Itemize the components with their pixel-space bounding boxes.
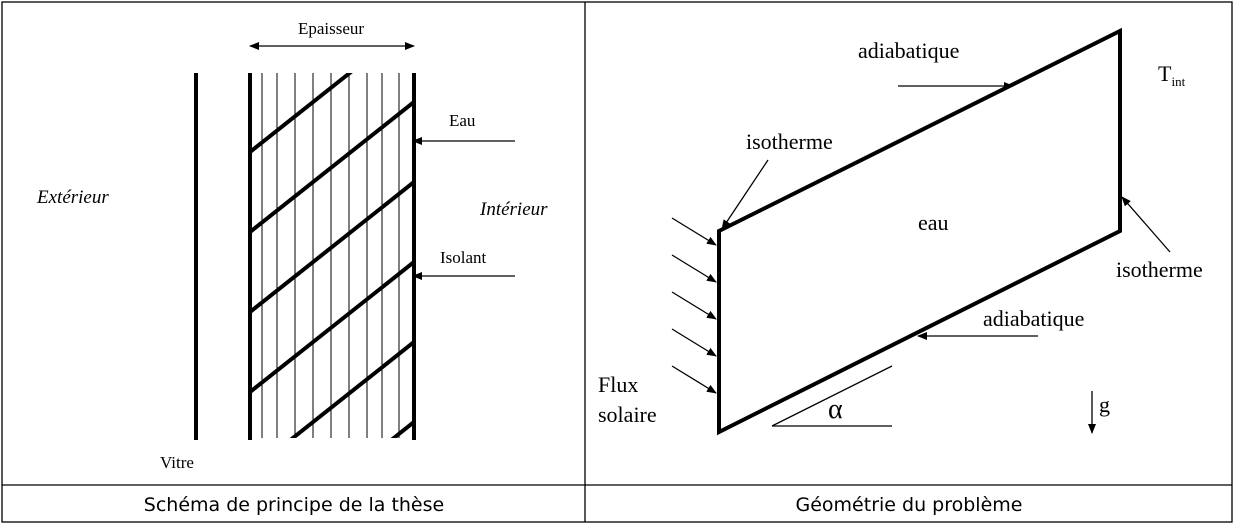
- eau-label: Eau: [449, 111, 476, 130]
- gravity-label: g: [1099, 392, 1110, 417]
- left-diagram: Epaisseur Eau Isolant Extérieur Intérieu…: [36, 19, 548, 472]
- right-diagram: adiabatique Tint isotherme eau isotherme…: [598, 27, 1203, 436]
- isotherme-left-label: isotherme: [746, 129, 833, 154]
- angle-inclined-line: [771, 365, 893, 427]
- alpha-label: α: [828, 394, 843, 425]
- adiabatique-top-label: adiabatique: [858, 38, 959, 63]
- exterieur-label: Extérieur: [36, 187, 109, 208]
- isotherme-right-arrow: [1121, 196, 1171, 253]
- left-caption: Schéma de principe de la thèse: [144, 494, 444, 516]
- adiabatique-bottom-label: adiabatique: [983, 306, 1084, 331]
- t-int-label: Tint: [1158, 61, 1186, 89]
- flux-label-line2: solaire: [598, 402, 657, 427]
- isotherme-left-arrow: [721, 159, 769, 230]
- domain-parallelogram: [717, 27, 1122, 436]
- epaisseur-label: Epaisseur: [298, 19, 364, 38]
- isolant-label: Isolant: [440, 248, 487, 267]
- wall-hatching: [249, 73, 415, 438]
- vitre-label: Vitre: [160, 453, 194, 472]
- isotherme-right-label: isotherme: [1116, 257, 1203, 282]
- solar-flux-arrows: [671, 217, 717, 394]
- interieur-label: Intérieur: [479, 199, 548, 220]
- eau-domain-label: eau: [918, 210, 949, 235]
- flux-label-line1: Flux: [598, 372, 638, 397]
- right-caption: Géométrie du problème: [796, 494, 1023, 516]
